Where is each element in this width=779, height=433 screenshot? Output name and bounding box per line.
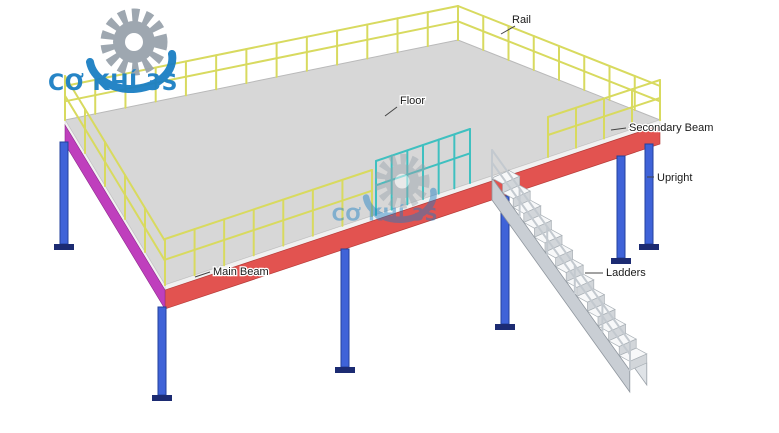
- stair-handrail: [491, 149, 631, 371]
- railing-front-left: [164, 169, 373, 286]
- rail-leader-line: [500, 25, 516, 35]
- label-floor: Floor: [384, 94, 427, 117]
- staircase: [491, 149, 648, 394]
- watermark-logo-topleft: [48, 15, 178, 96]
- main-beam-leader-line: [194, 271, 211, 278]
- secondary-beam-label-text: Secondary Beam: [629, 122, 713, 134]
- railing-left-edge: [64, 75, 166, 286]
- label-ladders: Ladders: [585, 266, 648, 280]
- railing-gate-section: [375, 128, 471, 216]
- upright-column-left-corner: [54, 141, 74, 250]
- upright-column-front-mid: [335, 248, 355, 373]
- railing-back-right: [457, 5, 661, 121]
- floor-leader-line: [384, 106, 398, 117]
- floor-label-text: Floor: [400, 95, 425, 107]
- label-rail: Rail: [500, 13, 532, 35]
- label-secondary-beam: Secondary Beam: [610, 121, 715, 135]
- upright-column-right-second: [611, 155, 631, 264]
- upright-label-text: Upright: [657, 172, 692, 184]
- main-beam-label-text: Main Beam: [213, 266, 269, 278]
- secondary-beam-leader-line: [610, 127, 627, 131]
- stair-stringer-near: [491, 176, 631, 394]
- ladders-label-text: Ladders: [606, 267, 646, 279]
- upright-column-near-corner: [152, 306, 172, 401]
- stair-steps: [491, 170, 648, 371]
- rail-label-text: Rail: [512, 14, 531, 26]
- railing-front-right: [547, 79, 661, 158]
- label-upright: Upright: [647, 171, 694, 185]
- label-main-beam: Main Beam: [194, 265, 270, 279]
- upright-column-right-corner: [639, 143, 659, 250]
